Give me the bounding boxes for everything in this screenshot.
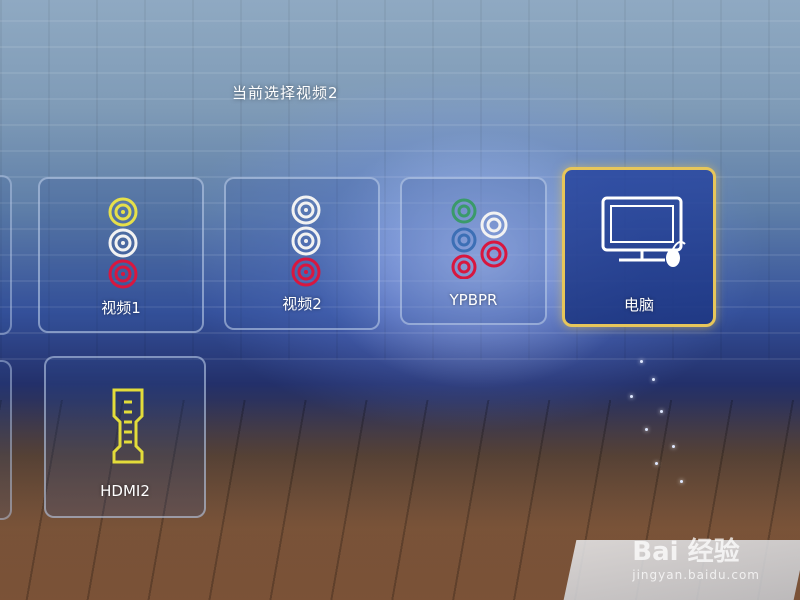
sparkle: [672, 445, 675, 448]
input-tile-label: 视频2: [282, 295, 322, 313]
watermark-url: jingyan.baidu.com: [632, 568, 760, 582]
rca-connectors-icon: [291, 195, 321, 287]
sparkle: [640, 360, 643, 363]
sparkle: [655, 462, 658, 465]
input-tile-hdmi2[interactable]: HDMI2: [44, 356, 206, 518]
status-text: 当前选择视频2: [232, 84, 339, 102]
component-connectors-icon: [451, 198, 508, 279]
baidu-watermark: Bai 经验 jingyan.baidu.com: [632, 531, 760, 582]
sparkle: [680, 480, 683, 483]
hdmi-port-icon: [112, 388, 144, 464]
offscreen-tile-left-bottom[interactable]: [0, 360, 12, 520]
sparkle: [630, 395, 633, 398]
input-tile-av2[interactable]: 视频2: [224, 177, 380, 330]
input-tile-label: YPBPR: [449, 291, 498, 309]
offscreen-tile-left-top[interactable]: [0, 175, 12, 335]
input-tile-ypbpr[interactable]: YPBPR: [400, 177, 547, 325]
input-tile-av1[interactable]: 视频1: [38, 177, 204, 333]
watermark-brand: Bai 经验: [632, 537, 740, 567]
monitor-mouse-icon: [601, 196, 686, 267]
input-tile-pc[interactable]: 电脑: [562, 167, 716, 327]
sparkle: [645, 428, 648, 431]
input-tile-label: 视频1: [101, 299, 141, 317]
sparkle: [660, 410, 663, 413]
sparkle: [652, 378, 655, 381]
input-tile-label: 电脑: [623, 296, 654, 314]
rca-connectors-icon: [108, 197, 138, 289]
input-tile-label: HDMI2: [100, 482, 150, 500]
